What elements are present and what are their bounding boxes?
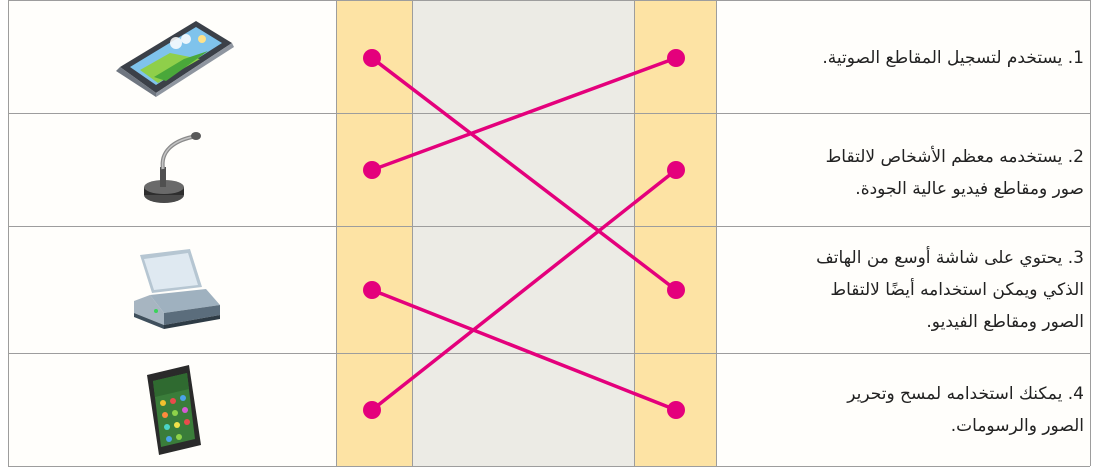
- image-dot-1[interactable]: [363, 49, 381, 67]
- statement-dot-4[interactable]: [667, 401, 685, 419]
- image-dot-4[interactable]: [363, 401, 381, 419]
- image-dot-3[interactable]: [363, 281, 381, 299]
- statement-dot-2[interactable]: [667, 161, 685, 179]
- match-line-4-to-image-3: [372, 290, 676, 410]
- match-line-3-to-image-1: [372, 58, 676, 290]
- statement-dot-1[interactable]: [667, 49, 685, 67]
- image-dot-2[interactable]: [363, 161, 381, 179]
- match-line-2-to-image-4: [372, 170, 676, 410]
- match-line-1-to-image-2: [372, 58, 676, 170]
- statement-dot-3[interactable]: [667, 281, 685, 299]
